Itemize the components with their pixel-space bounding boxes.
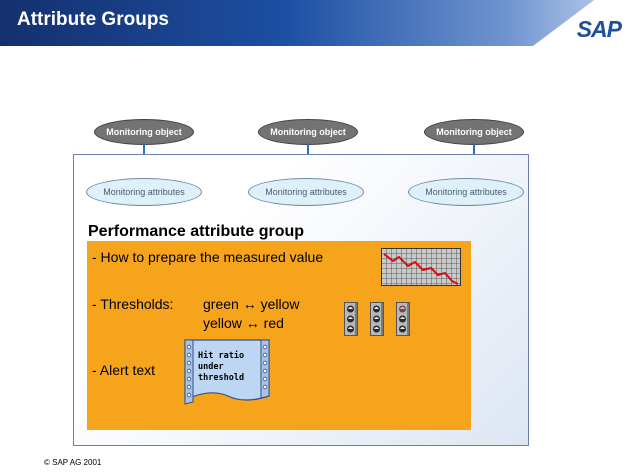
sap-logo: SAP (533, 0, 635, 46)
traffic-light-icon (370, 302, 384, 336)
threshold-green-yellow: green ↔ yellow (203, 296, 300, 312)
monitoring-attributes-3: Monitoring attributes (408, 178, 524, 206)
alert-doc-line-3: threshold (198, 373, 244, 383)
traffic-light-icon (396, 302, 410, 336)
threshold-yellow-red: yellow ↔ red (203, 315, 284, 331)
measure-line: - How to prepare the measured value (92, 249, 324, 265)
group-title: Performance attribute group (88, 223, 305, 240)
page-title: Attribute Groups (17, 9, 169, 30)
alert-document-icon: Hit ratio under threshold (184, 339, 270, 405)
monitoring-object-3: Monitoring object (424, 119, 524, 145)
copyright-text: © SAP AG 2001 (44, 458, 102, 467)
alert-doc-line-1: Hit ratio (198, 350, 244, 361)
monitoring-object-1: Monitoring object (94, 119, 194, 145)
traffic-light-icon (344, 302, 358, 336)
alert-doc-line-2: under (198, 362, 224, 372)
thresholds-label: - Thresholds: (92, 296, 174, 312)
header-bar: Attribute Groups SAP (0, 0, 635, 46)
monitoring-attributes-2: Monitoring attributes (248, 178, 364, 206)
monitoring-object-2: Monitoring object (258, 119, 358, 145)
logo-text: SAP (576, 16, 622, 42)
monitoring-attributes-1: Monitoring attributes (86, 178, 202, 206)
alert-label: - Alert text (92, 362, 156, 378)
trend-chart-icon (381, 248, 461, 286)
